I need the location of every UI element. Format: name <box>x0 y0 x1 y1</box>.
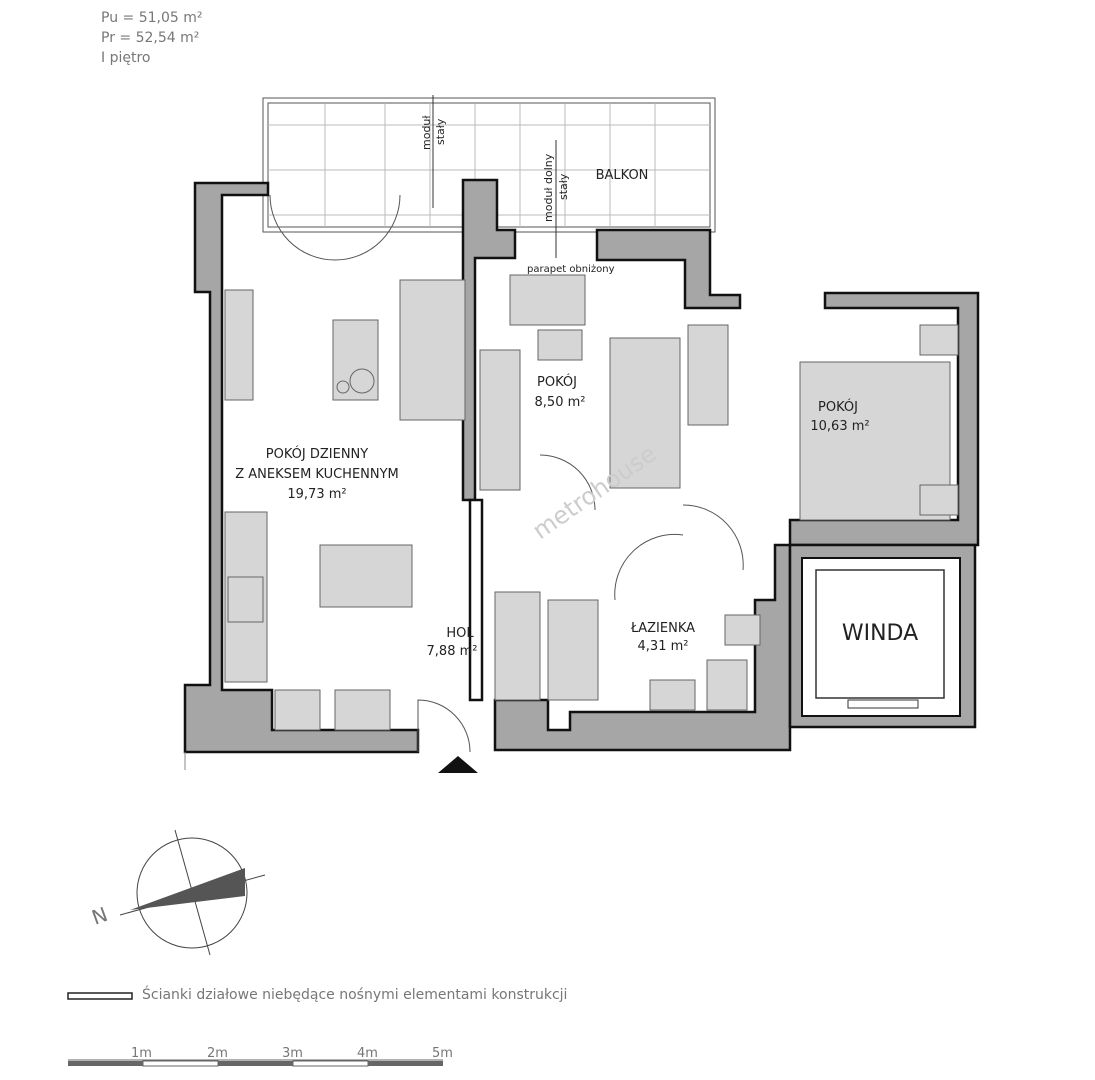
entrance-arrow-icon <box>438 756 478 773</box>
living-room-label-2: Z ANEKSEM KUCHENNYM <box>235 467 399 482</box>
elevator-label: WINDA <box>842 621 918 646</box>
floor-level: I piętro <box>101 50 151 66</box>
hall-label: HOL <box>446 626 474 641</box>
usable-area: Pu = 51,05 m² <box>101 10 203 26</box>
module-fixed-label-2: stały <box>434 118 447 145</box>
balcony: moduł stały moduł dolny stały BALKON <box>262 95 716 258</box>
module-lower-label-1: moduł dolny <box>542 153 555 222</box>
room-1-label: POKÓJ <box>537 374 577 390</box>
room-2-area: 10,63 m² <box>810 419 869 434</box>
apartment-info: Pu = 51,05 m² Pr = 52,54 m² I piętro <box>101 8 202 68</box>
module-lower-label-2: stały <box>557 173 570 200</box>
scale-2m: 2m <box>207 1046 228 1061</box>
floor-area: Pr = 52,54 m² <box>101 30 200 46</box>
scale-5m: 5m <box>432 1046 453 1061</box>
scale-4m: 4m <box>357 1046 378 1061</box>
module-fixed-label-1: moduł <box>420 115 433 150</box>
bathroom-area: 4,31 m² <box>638 639 689 654</box>
furniture <box>224 194 959 753</box>
parapet-label: parapet obniżony <box>527 264 615 275</box>
living-room-area: 19,73 m² <box>287 487 346 502</box>
bathroom-label: ŁAZIENKA <box>630 621 695 636</box>
legend-text: Ścianki działowe niebędące nośnymi eleme… <box>142 985 567 1003</box>
room-1-area: 8,50 m² <box>535 395 586 410</box>
scale-bar: 1m 2m 3m 4m 5m <box>68 1046 453 1067</box>
living-room-label: POKÓJ DZIENNY <box>266 446 368 462</box>
balcony-label: BALKON <box>596 168 649 183</box>
walls <box>183 178 980 770</box>
hall-area: 7,88 m² <box>427 644 478 659</box>
compass-icon: N <box>89 829 266 956</box>
scale-3m: 3m <box>282 1046 303 1061</box>
scale-1m: 1m <box>131 1046 152 1061</box>
partition-wall-swatch <box>67 992 133 1000</box>
room-2-label: POKÓJ <box>818 399 858 415</box>
north-label: N <box>89 902 111 930</box>
